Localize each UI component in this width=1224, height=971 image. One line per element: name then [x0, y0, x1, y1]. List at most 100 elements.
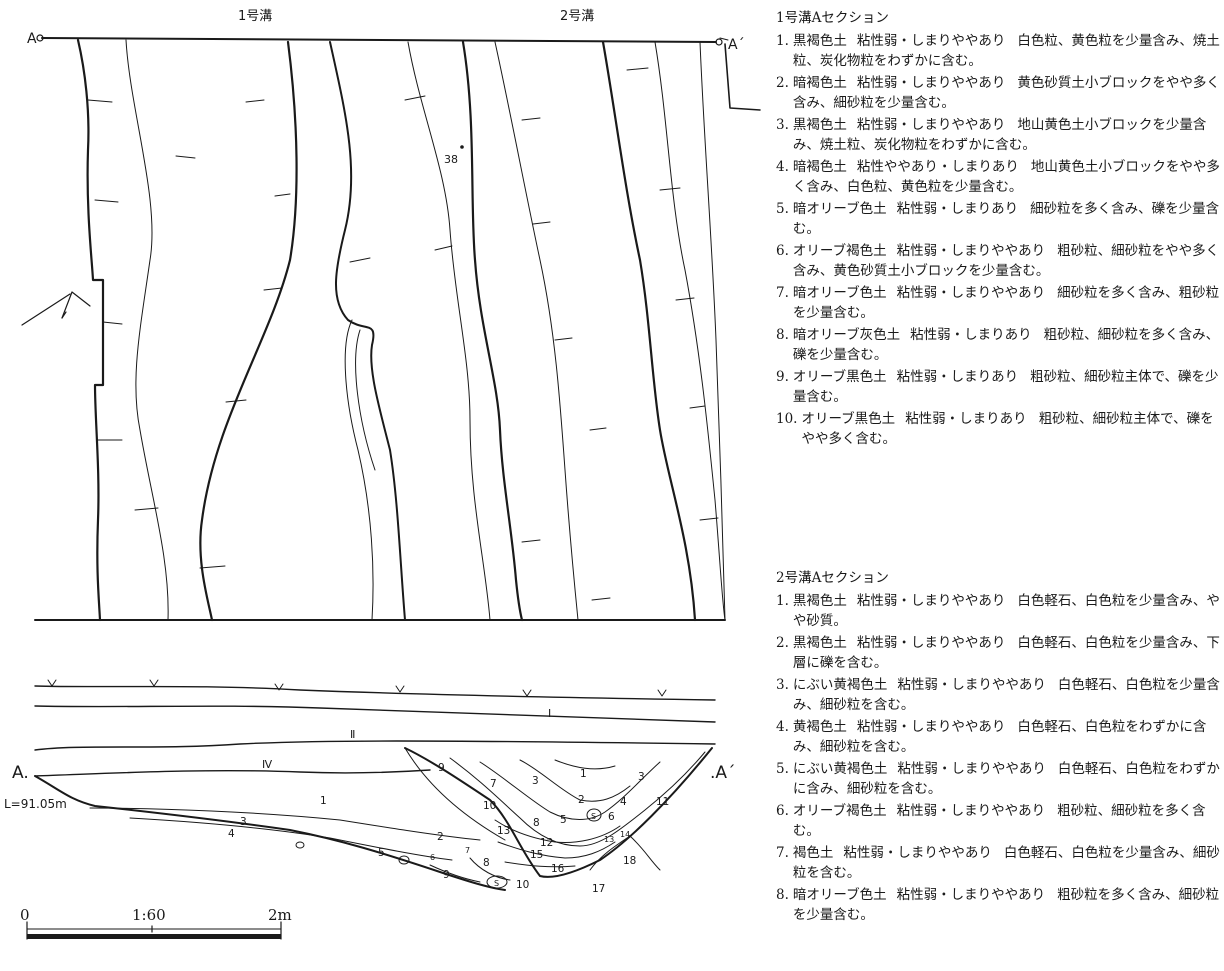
legend-soil-properties: 粘性弱・しまりややあり	[843, 844, 992, 861]
legend-item-number: 7.	[776, 284, 789, 301]
ditch1-inner-line	[125, 39, 169, 621]
section-end-label: .A´	[710, 763, 736, 783]
legend-soil-properties: 粘性弱・しまりややあり	[856, 32, 1006, 49]
legend-item-number: 2.	[776, 634, 789, 651]
legend-item-number: 3.	[776, 676, 789, 693]
ditch2-layer-label: 1	[580, 768, 587, 780]
point-label: 38	[444, 153, 458, 166]
legend-item: 1.黒褐色土粘性弱・しまりややあり白色粒、黄色粒を少量含み、焼土粒、炭化物粒をわ…	[776, 31, 1220, 72]
legend-soil-name: オリーブ黒色土	[801, 410, 896, 427]
ditch1-layer-label: 7	[465, 846, 470, 855]
ditch2-layer-label: 13	[604, 835, 614, 844]
ditch2-layer-label: 11	[656, 796, 669, 808]
legend-item-number: 5.	[776, 200, 789, 217]
legend-item-number: 4.	[776, 158, 789, 175]
legend-item: 2.黒褐色土粘性弱・しまりややあり白色軽石、白色粒を少量含み、下層に礫を含む。	[776, 633, 1220, 674]
ditch2-layer-label: 15	[530, 849, 543, 861]
ditch1-right-edge	[199, 40, 298, 622]
legend-item-number: 3.	[776, 116, 789, 133]
legend-item-text: 黒褐色土粘性弱・しまりややあり地山黄色土小ブロックを少量含み、焼土粒、炭化物粒を…	[793, 115, 1220, 156]
legend-item-number: 1.	[776, 32, 789, 49]
scale-zero: 0	[20, 906, 30, 924]
ditch1-layer-label: 2	[437, 831, 444, 843]
legend-item-text: 暗オリーブ灰色土粘性弱・しまりあり粗砂粒、細砂粒を多く含み、礫を少量含む。	[793, 325, 1220, 366]
scale-max: 2m	[268, 906, 292, 924]
excavation-boundary	[724, 43, 761, 111]
legend-soil-description: 地山黄色土小ブロックを少量含み、焼土粒、炭化物粒をわずかに含む。	[792, 116, 1207, 154]
legend-soil-properties: 粘性弱・しまりややあり	[856, 116, 1006, 133]
ditch1-layer-label: 8	[483, 857, 490, 869]
legend-item-number: 5.	[776, 760, 789, 777]
legend-item-number: 7.	[776, 844, 789, 861]
legend-soil-description: 粗砂粒、細砂粒主体で、礫をやや多く含む。	[801, 410, 1214, 448]
legend-soil-name: にぶい黄褐色土	[792, 676, 888, 693]
legend-item: 1.黒褐色土粘性弱・しまりややあり白色軽石、白色粒を少量含み、やや砂質。	[776, 591, 1220, 632]
legend-item: 7.暗オリーブ色土粘性弱・しまりややあり細砂粒を多く含み、粗砂粒を少量含む。	[776, 283, 1220, 324]
legend-item-text: 黒褐色土粘性弱・しまりややあり白色軽石、白色粒を少量含み、下層に礫を含む。	[793, 633, 1220, 674]
legend-item-text: 暗オリーブ色土粘性弱・しまりあり細砂粒を多く含み、礫を少量含む。	[793, 199, 1220, 240]
ditch2-stone-label: S	[591, 812, 596, 821]
ditch2-layer-label: 16	[551, 863, 565, 875]
legend-soil-name: 黒褐色土	[792, 32, 847, 49]
legend-item: 10.オリーブ黒色土粘性弱・しまりあり粗砂粒、細砂粒主体で、礫をやや多く含む。	[776, 409, 1220, 450]
legend-soil-name: 黒褐色土	[792, 634, 847, 651]
legend-item-number: 9.	[776, 368, 789, 385]
ditch1-layer-label: 4	[228, 828, 235, 840]
legend-soil-description: 白色軽石、白色粒を少量含み、細砂粒を含む。	[792, 844, 1220, 882]
legend-item-text: オリーブ黒色土粘性弱・しまりあり粗砂粒、細砂粒主体で、礫を少量含む。	[793, 367, 1220, 408]
legend-soil-description: 粗砂粒、細砂粒主体で、礫を少量含む。	[792, 368, 1219, 406]
legend-item-text: にぶい黄褐色土粘性弱・しまりややあり白色軽石、白色粒をわずかに含み、細砂粒を含む…	[793, 759, 1220, 800]
loop-feature	[329, 41, 406, 621]
legend-item-text: オリーブ黒色土粘性弱・しまりあり粗砂粒、細砂粒主体で、礫をやや多く含む。	[801, 409, 1220, 450]
legend-item-text: 褐色土粘性弱・しまりややあり白色軽石、白色粒を少量含み、細砂粒を含む。	[793, 843, 1220, 884]
legend-item-text: にぶい黄褐色土粘性弱・しまりややあり白色軽石、白色粒を少量含み、細砂粒を含む。	[793, 675, 1220, 716]
legend-item: 3.にぶい黄褐色土粘性弱・しまりややあり白色軽石、白色粒を少量含み、細砂粒を含む…	[776, 675, 1220, 716]
legend-soil-properties: 粘性弱・しまりややあり	[896, 802, 1046, 819]
legend-item: 7.褐色土粘性弱・しまりややあり白色軽石、白色粒を少量含み、細砂粒を含む。	[776, 843, 1220, 884]
ditch1-layer-label: 1	[320, 795, 327, 807]
ditch1-label: 1号溝	[238, 9, 272, 24]
legend-soil-description: 細砂粒を多く含み、粗砂粒を少量含む。	[792, 284, 1220, 322]
legend-soil-properties: 粘性弱・しまりややあり	[856, 74, 1006, 91]
ditch2-label: 2号溝	[560, 9, 594, 24]
ditch2-right-edge	[601, 40, 697, 622]
legend-soil-name: 暗オリーブ灰色土	[792, 326, 901, 343]
ditch2-layer-label: 3	[532, 775, 539, 787]
legend-soil-name: 暗オリーブ色土	[792, 886, 887, 903]
legend-item-number: 6.	[776, 242, 789, 259]
legend-soil-description: 粗砂粒、細砂粒をやや多く含み、黄色砂質土小ブロックを少量含む。	[792, 242, 1220, 280]
legend-soil-name: オリーブ黒色土	[792, 368, 887, 385]
ditch2-layer-label: 2	[578, 794, 585, 806]
legend-item: 6.オリーブ褐色土粘性弱・しまりややあり粗砂粒、細砂粒をやや多く含み、黄色砂質土…	[776, 241, 1220, 282]
legend-item: 2.暗褐色土粘性弱・しまりややあり黄色砂質土小ブロックをやや多く含み、細砂粒を少…	[776, 73, 1220, 114]
scale-bar	[26, 921, 282, 940]
legend-soil-description: 白色軽石、白色粒を少量含み、細砂粒を含む。	[792, 676, 1220, 714]
legend-item-text: オリーブ褐色土粘性弱・しまりややあり粗砂粒、細砂粒をやや多く含み、黄色砂質土小ブ…	[793, 241, 1220, 282]
legend-soil-name: オリーブ褐色土	[792, 242, 887, 259]
ditch2-left-edge	[461, 40, 524, 622]
legend-item-text: 黒褐色土粘性弱・しまりややあり白色軽石、白色粒を少量含み、やや砂質。	[793, 591, 1220, 632]
ditch1-left-edge	[76, 38, 105, 622]
ditch2-layer-label: 3	[638, 771, 645, 783]
section-line	[41, 37, 717, 43]
section-point-a-prime	[715, 38, 723, 46]
ditch2-layer-label: 4	[620, 796, 627, 808]
legend-soil-properties: 粘性弱・しまりあり	[896, 200, 1019, 217]
legend-title: 1号溝Aセクション	[776, 10, 889, 26]
legend-soil-properties: 粘性弱・しまりややあり	[896, 284, 1046, 301]
legend-soil-description: 粗砂粒を多く含み、細砂粒を少量含む。	[792, 886, 1220, 924]
ditch2-profile	[404, 747, 713, 878]
section-point-a	[36, 34, 44, 42]
legend-soil-description: 白色軽石、白色粒をわずかに含み、細砂粒を含む。	[792, 760, 1220, 798]
legend-item: 9.オリーブ黒色土粘性弱・しまりあり粗砂粒、細砂粒主体で、礫を少量含む。	[776, 367, 1220, 408]
hachure-ticks	[87, 67, 719, 601]
legend-item-text: 暗褐色土粘性ややあり・しまりあり地山黄色土小ブロックをやや多く含み、白色粒、黄色…	[793, 157, 1220, 198]
legend-soil-description: 粗砂粒、細砂粒を多く含み、礫を少量含む。	[792, 326, 1220, 364]
plan-section-start-label: A	[27, 31, 37, 47]
legend-item-text: 黄褐色土粘性弱・しまりややあり白色軽石、白色粒をわずかに含み、細砂粒を含む。	[793, 717, 1220, 758]
ditch1-stone-label: S	[494, 879, 499, 888]
legend-item-text: 暗オリーブ色土粘性弱・しまりややあり細砂粒を多く含み、粗砂粒を少量含む。	[793, 283, 1220, 324]
legend-item: 8.暗オリーブ灰色土粘性弱・しまりあり粗砂粒、細砂粒を多く含み、礫を少量含む。	[776, 325, 1220, 366]
ditch2-layer-label: 9	[438, 762, 445, 774]
ditch2-layer-label: 7	[490, 778, 497, 790]
